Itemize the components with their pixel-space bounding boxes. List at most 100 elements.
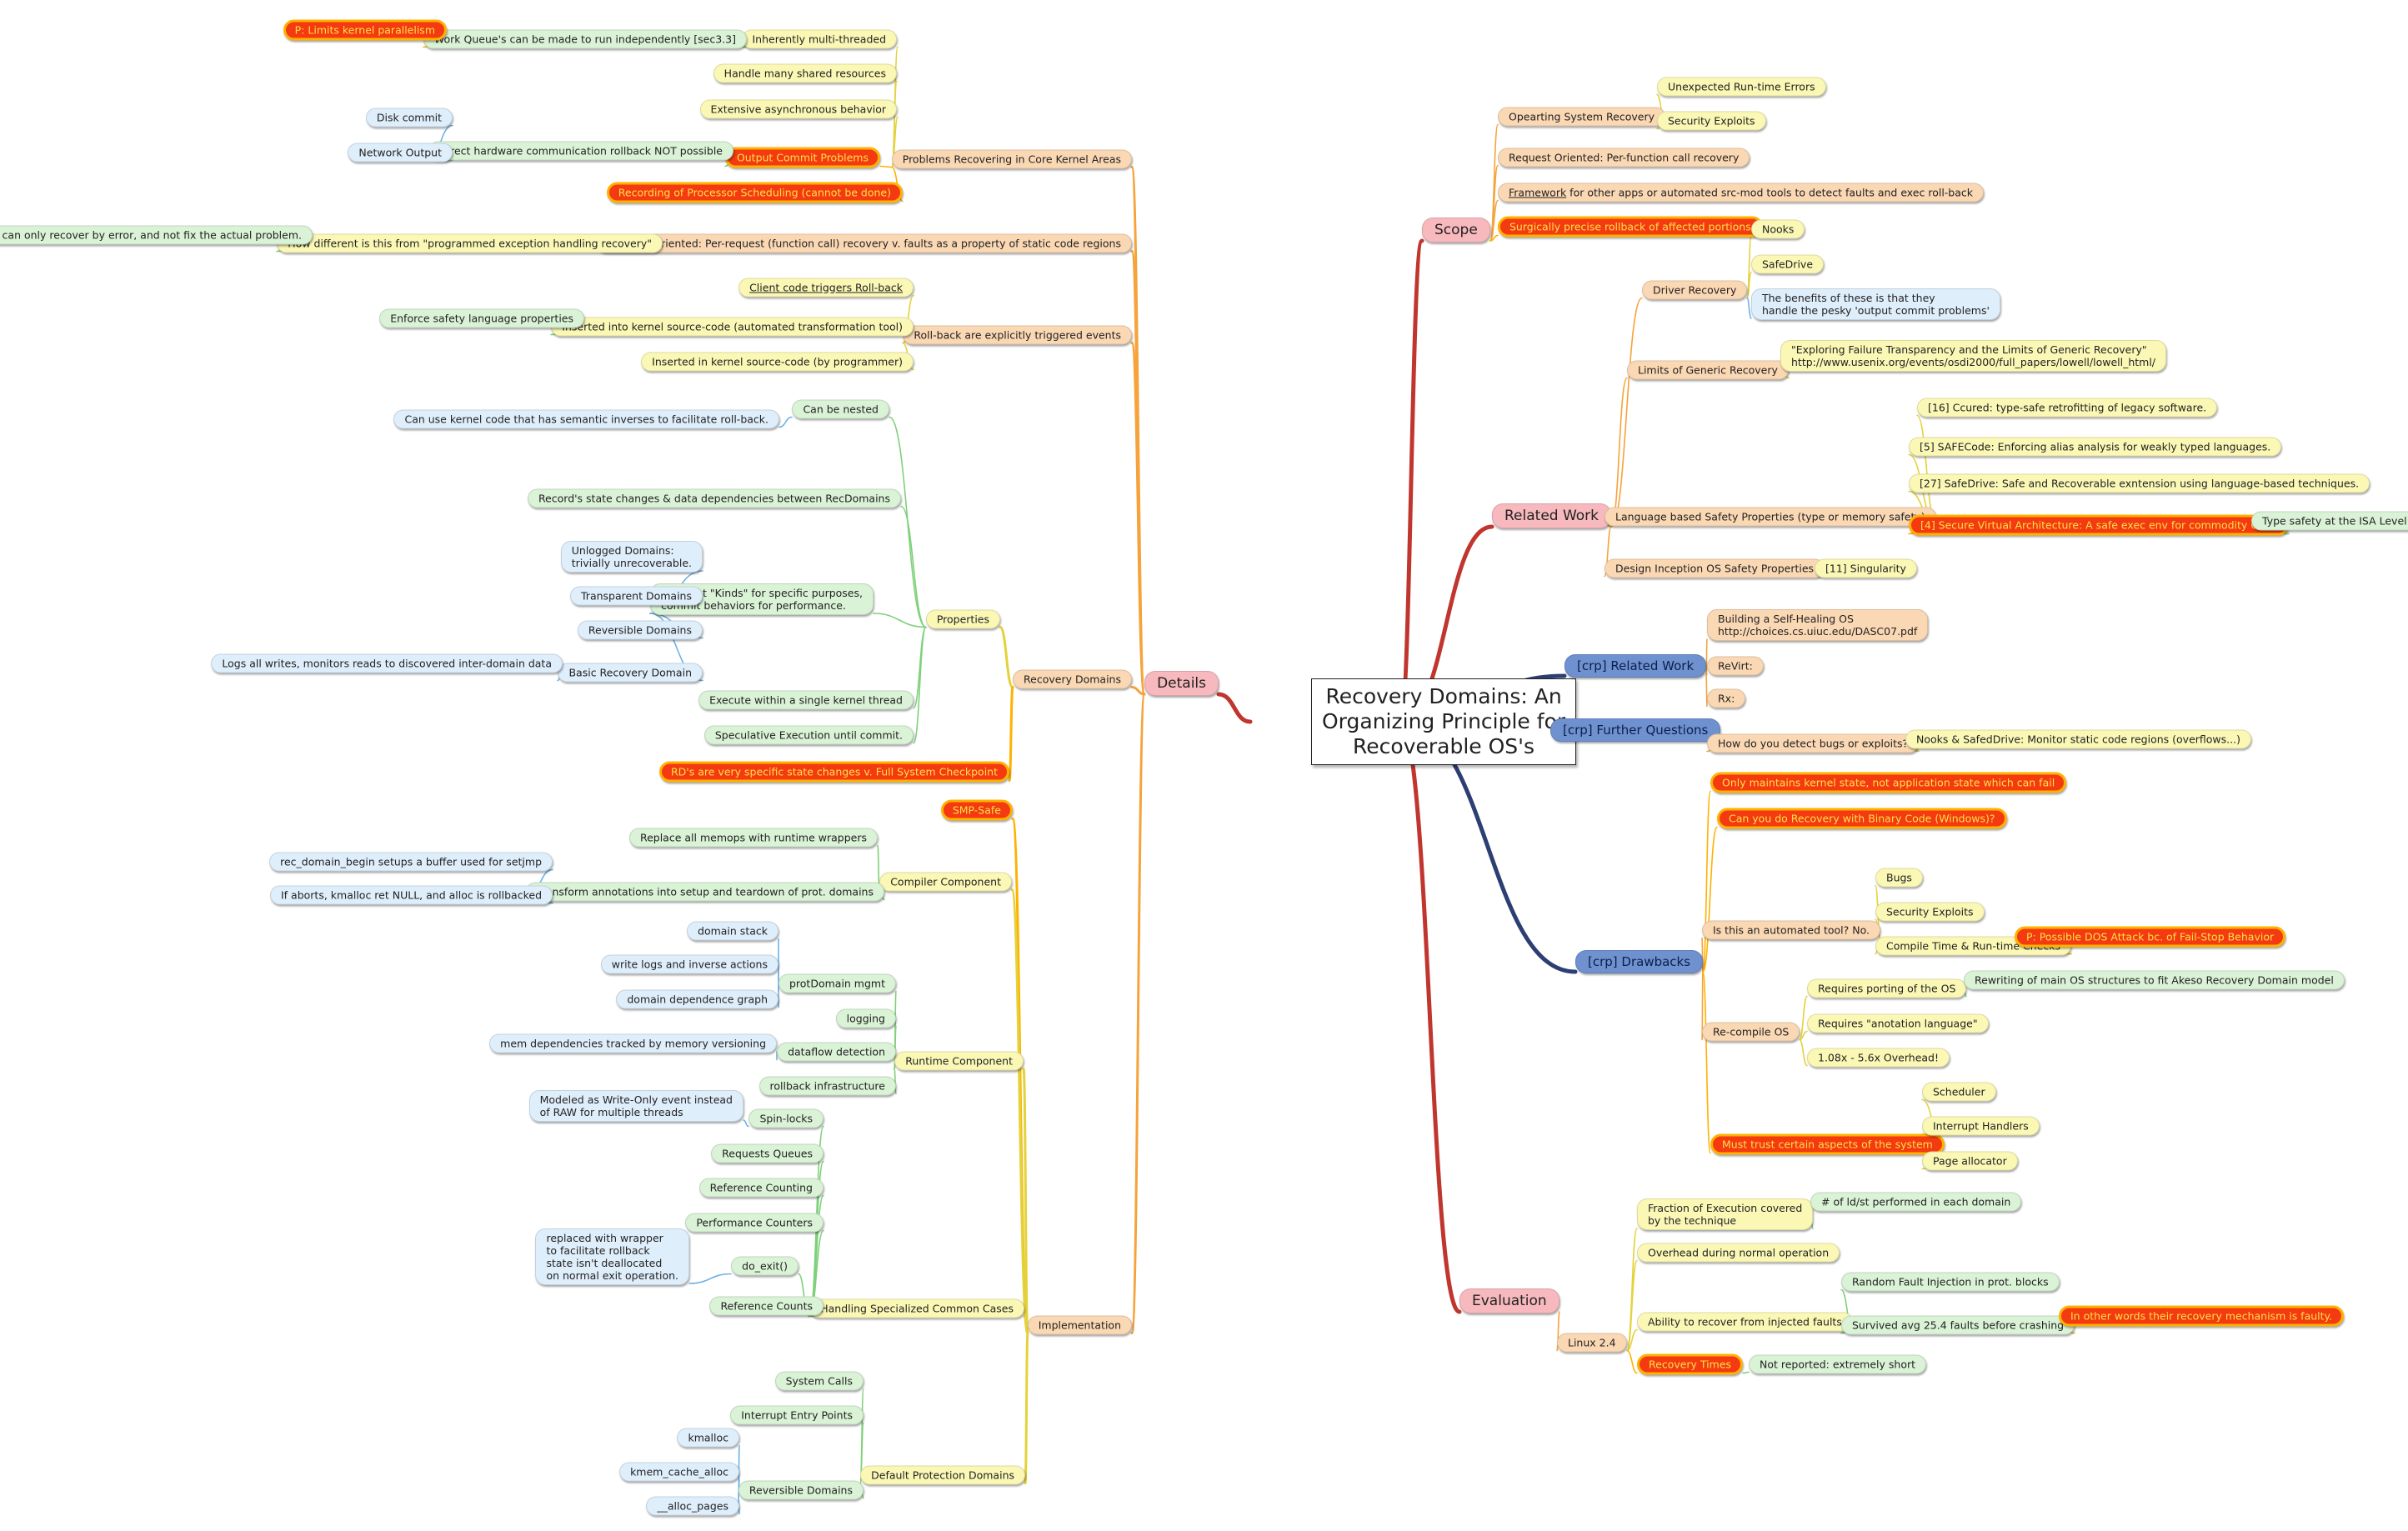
topic-c-abort[interactable]: If aborts, kmalloc ret NULL, and alloc i… xyxy=(269,885,553,905)
topic-dr-bugs[interactable]: Bugs xyxy=(1875,868,1923,888)
topic-prc-dh[interactable]: Direct hardware communication rollback N… xyxy=(428,141,733,161)
topic-dr-auto[interactable]: Is this an automated tool? No. xyxy=(1702,920,1881,940)
topic-hs-rcs[interactable]: Reference Counts xyxy=(709,1296,824,1316)
topic-dr-sched[interactable]: Scheduler xyxy=(1922,1082,1996,1102)
topic-dr-pa[interactable]: Page allocator xyxy=(1922,1151,2018,1171)
topic-rw-eft[interactable]: "Exploring Failure Transparency and the … xyxy=(1780,340,2167,372)
topic-rw-nooks[interactable]: Nooks xyxy=(1751,219,1805,239)
topic-s-ro[interactable]: Request Oriented: Per-function call reco… xyxy=(1498,148,1750,168)
topic-hs-rq[interactable]: Requests Queues xyxy=(711,1143,824,1163)
topic-ev-nr[interactable]: Not reported: extremely short xyxy=(1749,1354,1927,1374)
topic-dr-se[interactable]: Security Exploits xyxy=(1875,902,1985,922)
topic-rw-16[interactable]: [16] Ccured: type-safe retrofitting of l… xyxy=(1917,398,2218,418)
topic-p-trans[interactable]: Transparent Domains xyxy=(570,586,703,606)
topic-prc-no[interactable]: Network Output xyxy=(348,143,453,163)
topic-props[interactable]: Properties xyxy=(925,609,1000,629)
topic-hs-sl-n[interactable]: Modeled as Write-Only event instead of R… xyxy=(528,1090,743,1122)
topic-rw-5[interactable]: [5] SAFECode: Enforcing alias analysis f… xyxy=(1909,437,2282,457)
topic-dr-dos[interactable]: P: Possible DOS Attack bc. of Fail-Stop … xyxy=(2015,926,2286,948)
topic-dr-rc[interactable]: Re-compile OS xyxy=(1702,1022,1800,1042)
topic-crp-bsh[interactable]: Building a Self-Healing OS http://choice… xyxy=(1707,609,1929,641)
topic-c-rdb[interactable]: rec_domain_begin setups a buffer used fo… xyxy=(269,852,553,872)
topic-crp-fq[interactable]: [crp] Further Questions xyxy=(1550,718,1721,742)
topic-rw-lgr[interactable]: Limits of Generic Recovery xyxy=(1627,360,1789,380)
topic-rt-rb[interactable]: rollback infrastructure xyxy=(758,1076,896,1096)
topic-dr-trust[interactable]: Must trust certain aspects of the system xyxy=(1710,1133,1945,1155)
topic-ev-surv[interactable]: Survived avg 25.4 faults before crashing xyxy=(1841,1315,2075,1335)
topic-ev-faulty[interactable]: In other words their recovery mechanism … xyxy=(2059,1305,2345,1327)
topic-hs-de-n[interactable]: replaced with wrapper to facilitate roll… xyxy=(535,1228,689,1285)
topic-p-inv[interactable]: Can use kernel code that has semantic in… xyxy=(393,409,779,429)
topic-dr-ann[interactable]: Requires "anotation language" xyxy=(1807,1013,1989,1033)
topic-p-basic[interactable]: Basic Recovery Domain xyxy=(558,663,703,683)
topic-rt-pm[interactable]: protDomain mgmt xyxy=(778,973,896,993)
topic-prc-wq[interactable]: Work Queue's can be made to run independ… xyxy=(423,29,747,49)
topic-crp-rx[interactable]: Rx: xyxy=(1707,688,1746,708)
topic-details[interactable]: Details xyxy=(1144,671,1219,696)
topic-c-mem[interactable]: Replace all memops with runtime wrappers xyxy=(628,828,878,848)
topic-ro-a[interactable]: You can only recover by error, and not f… xyxy=(0,225,313,245)
topic-ro-q[interactable]: How different is this from "programmed e… xyxy=(277,233,663,253)
topic-s-fw[interactable]: Framework for other apps or automated sr… xyxy=(1498,183,1985,203)
topic-rt-df[interactable]: dataflow detection xyxy=(777,1042,896,1062)
topic-smp[interactable]: SMP-Safe xyxy=(940,799,1013,821)
topic-prc-mt[interactable]: Inherently multi-threaded xyxy=(741,29,897,49)
topic-rw-isa[interactable]: Type safety at the ISA Level xyxy=(2251,511,2408,531)
topic-dp-rd[interactable]: Reversible Domains xyxy=(738,1480,864,1500)
topic-hs-rc[interactable]: Reference Counting xyxy=(698,1178,824,1198)
topic-ev-linux[interactable]: Linux 2.4 xyxy=(1557,1333,1627,1353)
topic-rb-cc[interactable]: Client code triggers Roll-back xyxy=(738,278,914,298)
topic-ev-ld[interactable]: # of ld/st performed in each domain xyxy=(1810,1192,2022,1212)
topic-dr-port[interactable]: Requires porting of the OS xyxy=(1807,978,1967,998)
topic-fq-how[interactable]: How do you detect bugs or exploits? xyxy=(1707,733,1920,753)
topic-dp-sc[interactable]: System Calls xyxy=(774,1371,864,1391)
topic-prc[interactable]: Problems Recovering in Core Kernel Areas xyxy=(891,149,1132,169)
topic-crp-rev[interactable]: ReVirt: xyxy=(1707,656,1764,676)
topic-ro[interactable]: Request Oriented: Per-request (function … xyxy=(596,233,1132,253)
topic-rw-safe[interactable]: SafeDrive xyxy=(1751,254,1825,274)
topic-fq-nooks[interactable]: Nooks & SafedDrive: Monitor static code … xyxy=(1905,729,2251,749)
topic-dr-rew[interactable]: Rewriting of main OS structures to fit A… xyxy=(1964,970,2345,990)
topic-hs-pc[interactable]: Performance Counters xyxy=(685,1213,824,1233)
topic-dp[interactable]: Default Protection Domains xyxy=(860,1465,1025,1485)
topic-s-ure[interactable]: Unexpected Run-time Errors xyxy=(1657,77,1826,97)
topic-s-osr[interactable]: Opearting System Recovery xyxy=(1498,107,1666,127)
topic-dr-ovh[interactable]: 1.08x - 5.6x Overhead! xyxy=(1807,1048,1950,1068)
topic-rw-lb[interactable]: Language based Safety Properties (type o… xyxy=(1604,507,1936,527)
topic-rb-ip[interactable]: Inserted in kernel source-code (by progr… xyxy=(641,352,914,372)
topic-rd[interactable]: Recovery Domains xyxy=(1013,669,1132,689)
topic-rw-4[interactable]: [4] Secure Virtual Architecture: A safe … xyxy=(1909,514,2289,536)
topic-dr-ih[interactable]: Interrupt Handlers xyxy=(1922,1116,2040,1136)
topic-p-spec[interactable]: Speculative Execution until commit. xyxy=(703,725,914,745)
topic-rw-ben[interactable]: The benefits of these is that they handl… xyxy=(1751,288,2000,320)
topic-eval[interactable]: Evaluation xyxy=(1459,1288,1559,1313)
topic-hs-sl[interactable]: Spin-locks xyxy=(748,1108,824,1128)
topic-rb-ik[interactable]: Inserted into kernel source-code (automa… xyxy=(551,317,914,337)
topic-c-tr[interactable]: Transform annotations into setup and tea… xyxy=(525,882,884,902)
topic-p-nest[interactable]: Can be nested xyxy=(792,399,889,419)
topic-prc-dc[interactable]: Disk commit xyxy=(365,108,453,128)
topic-rb-es[interactable]: Enforce safety language properties xyxy=(379,308,584,328)
topic-prc-rs[interactable]: Recording of Processor Scheduling (canno… xyxy=(606,182,903,203)
topic-scope[interactable]: Scope xyxy=(1422,218,1490,243)
topic-prc-oc[interactable]: Output Commit Problems xyxy=(724,147,880,168)
topic-rt-wl[interactable]: write logs and inverse actions xyxy=(600,954,778,974)
topic-rw-di[interactable]: Design Inception OS Safety Properties xyxy=(1604,558,1825,578)
topic-crp-dr[interactable]: [crp] Drawbacks xyxy=(1575,950,1704,973)
topic-ev-frac[interactable]: Fraction of Execution covered by the tec… xyxy=(1637,1198,1814,1230)
topic-prc-lim[interactable]: P: Limits kernel parallelism xyxy=(283,19,447,41)
topic-comp[interactable]: Compiler Component xyxy=(879,872,1012,892)
topic-hs[interactable]: Handling Specialized Common Cases xyxy=(809,1298,1024,1318)
topic-dp-ap[interactable]: __alloc_pages xyxy=(646,1496,739,1516)
topic-p-exec[interactable]: Execute within a single kernel thread xyxy=(698,690,914,710)
topic-p-rec[interactable]: Record's state changes & data dependenci… xyxy=(527,488,901,508)
topic-s-se[interactable]: Security Exploits xyxy=(1657,111,1766,131)
topic-rw-dr[interactable]: Driver Recovery xyxy=(1642,280,1748,300)
topic-dr-only[interactable]: Only maintains kernel state, not applica… xyxy=(1710,772,2067,793)
topic-p-rev[interactable]: Reversible Domains xyxy=(577,620,703,640)
topic-rw-sing[interactable]: [11] Singularity xyxy=(1815,558,1917,578)
topic-ev-abil[interactable]: Ability to recover from injected faults xyxy=(1637,1312,1853,1332)
topic-dr-bin[interactable]: Can you do Recovery with Binary Code (Wi… xyxy=(1717,808,2007,829)
topic-rt[interactable]: Runtime Component xyxy=(894,1051,1024,1071)
topic-ev-rt[interactable]: Recovery Times xyxy=(1637,1353,1744,1375)
